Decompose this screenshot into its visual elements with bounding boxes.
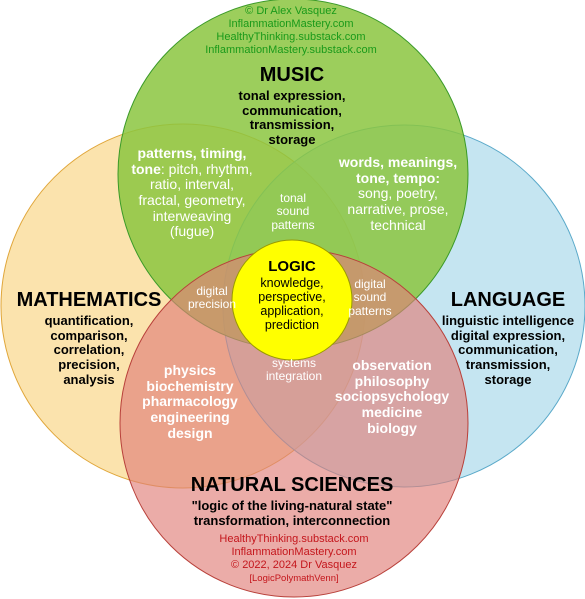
overlap-line: ratio, interval, (149, 176, 235, 193)
language-science-overlap: observation philosophy sociopsychology m… (318, 357, 466, 436)
logic-desc: application, (260, 303, 324, 318)
overlap-line: medicine (361, 404, 423, 421)
systems-integration: systems integration (254, 356, 334, 384)
overlap-line: digital (354, 277, 386, 291)
credit-line: HealthyThinking.substack.com (219, 533, 369, 545)
music-math-overlap: patterns, timing, tone: pitch, rhythm, r… (112, 145, 272, 240)
overlap-bold: words, meanings, (338, 154, 458, 170)
music-language-overlap: words, meanings, tone, tempo: song, poet… (318, 154, 478, 233)
overlap-line: patterns (348, 303, 392, 318)
logic-label: LOGIC knowledge, perspective, applicatio… (232, 258, 352, 332)
logic-circle (231, 239, 353, 361)
overlap-line: narrative, prose, (347, 201, 449, 218)
natural-sciences-desc: transformation, interconnection (193, 512, 391, 528)
mathematics-title: MATHEMATICS (16, 289, 162, 311)
overlap-line: biochemistry (146, 377, 234, 394)
overlap-line: sound (276, 204, 310, 219)
credit-line: HealthyThinking.substack.com (216, 30, 366, 43)
digital-sound-patterns: digital sound patterns (340, 277, 400, 318)
logic-desc: perspective, (258, 289, 326, 304)
tonal-sound-patterns: tonal sound patterns (258, 191, 328, 232)
overlap-line: song, poetry, (358, 185, 438, 202)
overlap-line: observation (352, 357, 432, 373)
music-desc: transmission, (249, 117, 335, 133)
music-desc: communication, (242, 102, 342, 118)
credit-tag: [LogicPolymathVenn] (249, 572, 339, 584)
natural-sciences-desc: "logic of the living-natural state" (191, 498, 393, 514)
digital-precision: digital precision (172, 284, 252, 312)
overlap-line: interweaving (152, 207, 232, 224)
math-science-overlap: physics biochemistry pharmacology engine… (125, 362, 255, 441)
credit-line: InflammationMastery.com (228, 17, 354, 30)
overlap-line: philosophy (354, 372, 430, 389)
overlap-line: design (167, 424, 213, 441)
language-desc: communication, (458, 342, 558, 358)
music-title: MUSIC (259, 64, 325, 86)
credit-line: © Dr Alex Vasquez (245, 5, 337, 17)
overlap-line: fractal, geometry, (138, 192, 246, 209)
music-desc: storage (268, 132, 316, 148)
overlap-line: technical (370, 216, 426, 233)
music-label: MUSIC tonal expression, communication, t… (192, 64, 392, 148)
language-desc: digital expression, (450, 327, 566, 343)
credit-line: © 2022, 2024 Dr Vasquez (231, 558, 357, 571)
language-desc: transmission, (465, 357, 551, 373)
music-desc: tonal expression, (238, 88, 346, 104)
natural-sciences-label: NATURAL SCIENCES "logic of the living-na… (162, 474, 422, 528)
mathematics-desc: correlation, (53, 342, 125, 358)
overlap-line: integration (265, 369, 323, 384)
logic-title: LOGIC (268, 258, 316, 275)
mathematics-desc: analysis (63, 371, 115, 387)
logic-desc: knowledge, (260, 275, 324, 290)
overlap-bold: tone (131, 160, 161, 177)
mathematics-desc: comparison, (50, 327, 128, 343)
credit-line: InflammationMastery.substack.com (205, 43, 377, 56)
mathematics-desc: quantification, (44, 313, 134, 329)
overlap-line: biology (367, 419, 417, 436)
mathematics-desc: precision, (58, 357, 120, 373)
overlap-line: engineering (150, 409, 230, 426)
overlap-line: sociopsychology (334, 388, 450, 405)
natural-sciences-title: NATURAL SCIENCES (190, 474, 394, 496)
overlap-line: physics (163, 362, 217, 378)
overlap-text: : pitch, rhythm, (160, 160, 253, 177)
overlap-line: precision (187, 297, 237, 312)
overlap-line: tone: pitch, rhythm, (112, 160, 272, 178)
language-desc: linguistic intelligence (441, 313, 575, 329)
overlap-line: pharmacology (142, 393, 238, 410)
mathematics-label: MATHEMATICS quantification, comparison, … (4, 289, 174, 387)
overlap-line: sound (353, 290, 387, 305)
overlap-line: systems (271, 356, 316, 370)
language-title: LANGUAGE (450, 289, 566, 311)
bottom-credits: HealthyThinking.substack.com Inflammatio… (194, 533, 394, 584)
top-credits: © Dr Alex Vasquez InflammationMastery.co… (191, 5, 391, 57)
overlap-bold: patterns, timing, (137, 145, 247, 161)
overlap-bold: tone, tempo: (356, 169, 440, 186)
language-desc: storage (484, 371, 532, 387)
overlap-line: (fugue) (169, 223, 215, 240)
language-label: LANGUAGE linguistic intelligence digital… (433, 289, 583, 387)
overlap-line: patterns (271, 217, 315, 232)
credit-line: InflammationMastery.com (231, 545, 357, 558)
overlap-line: tonal (279, 191, 307, 205)
overlap-line: digital (196, 284, 228, 298)
logic-desc: prediction (264, 317, 320, 332)
